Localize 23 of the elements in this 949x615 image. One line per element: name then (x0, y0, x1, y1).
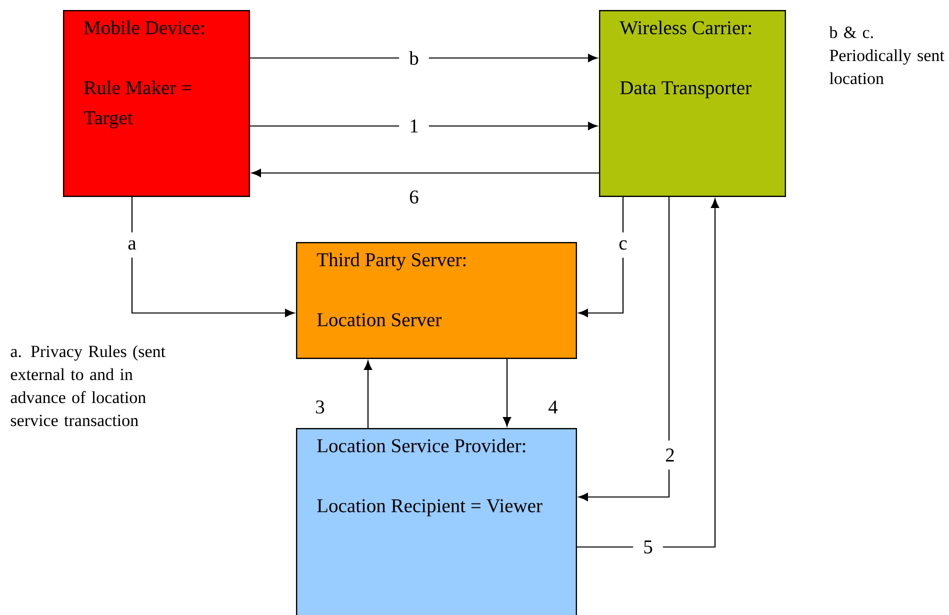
edge-label: 6 (410, 190, 418, 204)
arrow (252, 168, 599, 178)
process-box: Mobile Device: Rule Maker = Target (63, 10, 250, 197)
edge-label: 4 (548, 400, 558, 414)
arrow (364, 360, 372, 428)
arrow (502, 359, 512, 426)
arrow (578, 197, 670, 502)
edge-label: 2 (655, 440, 685, 470)
edge-label: 3 (316, 400, 324, 414)
arrow (131, 197, 294, 318)
edge-label: 1 (399, 112, 429, 140)
edge-label: c (608, 232, 638, 258)
note: b & c. Periodically sent location (829, 26, 944, 84)
arrow (250, 54, 598, 62)
edge-label: b (399, 43, 429, 73)
arrow (577, 198, 720, 548)
process-box: Wireless Carrier: Data Transporter (599, 10, 786, 197)
note: a. Privacy Rules (sent external to and in advance of location service transaction (10, 345, 166, 426)
edge-label: a (118, 232, 146, 258)
process-box: Location Service Provider: Location Recipient = Viewer (296, 428, 577, 615)
edge-label: 5 (633, 532, 663, 562)
arrow (250, 122, 598, 130)
process-box: Third Party Server: Location Server (296, 242, 577, 359)
